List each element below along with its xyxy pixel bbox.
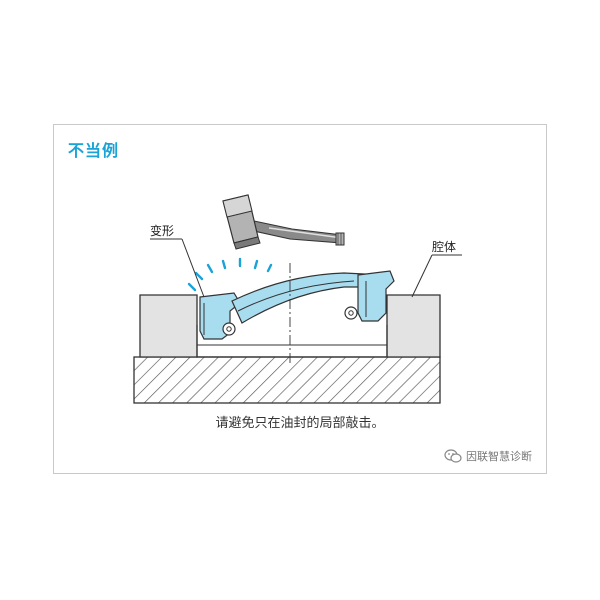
- label-housing: 腔体: [411, 239, 462, 298]
- label-deformation-text: 变形: [150, 223, 174, 238]
- label-housing-text: 腔体: [432, 239, 456, 254]
- oil-seal-deformed: [199, 270, 395, 340]
- impact-marks: [187, 257, 273, 292]
- housing-body: [139, 294, 441, 358]
- hatched-base: [133, 356, 441, 404]
- seal-installation-diagram: 变形 腔体: [133, 194, 462, 404]
- watermark-text: 因联智慧诊断: [466, 450, 532, 463]
- illustration-frame: 不当例: [53, 124, 547, 474]
- heading: 不当例: [68, 141, 120, 160]
- hammer-icon: [222, 194, 345, 250]
- caption: 请避免只在油封的局部敲击。: [215, 416, 385, 431]
- watermark: 因联智慧诊断: [444, 448, 532, 464]
- wechat-icon: [444, 449, 462, 463]
- label-deformation: 变形: [150, 223, 205, 298]
